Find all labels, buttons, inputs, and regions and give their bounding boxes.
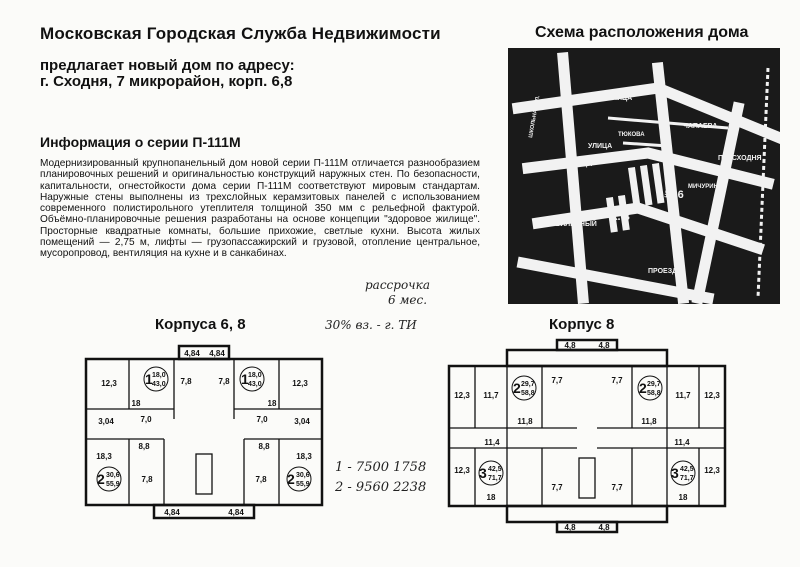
dimension-label: 4,84: [164, 508, 180, 517]
apartment-total-area: 55,9: [296, 481, 310, 488]
agency-title: Московская Городская Служба Недвижимости: [40, 24, 441, 43]
room-area: 12,3: [292, 379, 308, 388]
room-area: 11,7: [675, 391, 691, 400]
room-area: 8,8: [258, 442, 270, 451]
left-floor-plan: 4,84 4,84 4,84 4,84 12,3 18 7,8 7,8 18 1…: [84, 344, 324, 525]
room-area: 18,3: [296, 452, 312, 461]
dimension-label: 4,8: [564, 523, 576, 532]
map-street-label: УЛИЦА: [608, 95, 632, 102]
room-area: 11,4: [484, 438, 500, 447]
map-title: Схема расположения дома: [535, 24, 749, 41]
room-area: 7,8: [180, 377, 192, 386]
room-area: 7,7: [611, 483, 623, 492]
right-floor-plan: 4,8 4,8 4,8 4,8 12,3 11,7 7,7 7,7 11,7 1…: [447, 338, 727, 539]
apartment-rooms: 2: [287, 471, 295, 487]
apartment-living-area: 30,6: [106, 472, 120, 479]
room-area: 7,7: [551, 483, 563, 492]
room-area: 18: [679, 493, 688, 502]
room-area: 18: [132, 399, 141, 408]
room-area: 7,0: [256, 415, 268, 424]
room-area: 11,8: [517, 417, 533, 426]
dimension-label: 4,8: [598, 341, 610, 350]
room-area: 3,04: [98, 417, 114, 426]
room-area: 12,3: [454, 466, 470, 475]
room-area: 12,3: [454, 391, 470, 400]
apartment-total-area: 55,9: [106, 481, 120, 488]
apartment-rooms: 2: [97, 471, 105, 487]
offer-line: предлагает новый дом по адресу:: [40, 57, 295, 74]
apartment-rooms: 3: [671, 465, 679, 481]
map-street-label: ЮБИЛЕЙНЫЙ: [548, 219, 597, 228]
apartment-living-area: 30,6: [296, 472, 310, 479]
apartment-rooms: 1: [145, 371, 153, 387]
room-area: 18: [268, 399, 277, 408]
location-map: УЛИЦА ЧАПАЕВА УЛИЦА ТЮКОВА УЛИЦА МИЧУРИН…: [508, 48, 780, 304]
apartment-total-area: 58,8: [647, 390, 661, 397]
apartment-total-area: 71,7: [680, 475, 694, 482]
dimension-label: 4,8: [598, 523, 610, 532]
apartment-rooms: 2: [639, 380, 647, 396]
map-street-label: ТЮКОВА: [618, 132, 645, 138]
room-area: 12,3: [704, 391, 720, 400]
map-street-label: МИЧУРИНА: [688, 184, 723, 190]
apartment-total-area: 43,0: [152, 381, 166, 388]
dimension-label: 4,84: [184, 349, 200, 358]
room-area: 7,8: [218, 377, 230, 386]
handwritten-note: рассрочка: [365, 278, 430, 292]
room-area: 11,4: [674, 438, 690, 447]
room-area: 7,8: [255, 475, 267, 484]
right-plan-drawing: 4,8 4,8 4,8 4,8 12,3 11,7 7,7 7,7 11,7 1…: [447, 338, 727, 534]
room-area: 3,04: [294, 417, 310, 426]
address-line: г. Сходня, 7 микрорайон, корп. 6,8: [40, 73, 293, 90]
room-area: 7,7: [611, 376, 623, 385]
building-6-label: к. 6: [666, 189, 684, 201]
apartment-living-area: 42,5: [488, 466, 502, 473]
apartment-total-area: 43,0: [248, 381, 262, 388]
apartment-total-area: 58,8: [521, 390, 535, 397]
room-area: 18: [487, 493, 496, 502]
dimension-label: 4,84: [209, 349, 225, 358]
series-description: Модернизированный крупнопанельный дом но…: [40, 158, 480, 260]
map-station-label: ПЛ. СХОДНЯ: [718, 155, 762, 162]
series-info-title: Информация о серии П-111М: [40, 134, 241, 150]
dimension-label: 4,8: [564, 341, 576, 350]
map-street-label: ПРОЕЗД: [648, 268, 677, 275]
handwritten-note: 6 мес.: [388, 293, 428, 307]
handwritten-price: 1 - 7500 1758: [335, 460, 427, 475]
apartment-living-area: 42,5: [680, 466, 694, 473]
room-area: 11,7: [483, 391, 499, 400]
left-plan-title: Корпуса 6, 8: [155, 316, 246, 333]
map-street-label: УЛИЦА: [588, 143, 612, 150]
room-area: 12,3: [101, 379, 117, 388]
apartment-total-area: 71,7: [488, 475, 502, 482]
map-street-label: НОВАЯ УЛ.: [664, 167, 675, 198]
building-8-label: к. 8: [612, 211, 630, 223]
room-area: 8,8: [138, 442, 150, 451]
apartment-living-area: 29,7: [647, 381, 661, 388]
map-street-label: ЧАПАЕВА: [683, 123, 717, 130]
room-area: 11,8: [641, 417, 657, 426]
apartment-living-area: 18,0: [248, 372, 262, 379]
apartment-rooms: 2: [513, 380, 521, 396]
apartment-living-area: 29,7: [521, 381, 535, 388]
apartment-rooms: 3: [479, 465, 487, 481]
dimension-label: 4,84: [228, 508, 244, 517]
room-area: 18,3: [96, 452, 112, 461]
room-area: 7,0: [140, 415, 152, 424]
room-area: 7,8: [141, 475, 153, 484]
room-area: 12,3: [704, 466, 720, 475]
apartment-living-area: 18,0: [152, 372, 166, 379]
apartment-rooms: 1: [241, 371, 249, 387]
right-plan-title: Корпус 8: [549, 316, 615, 333]
map-street-label: УЛИЦА: [568, 161, 592, 168]
left-plan-drawing: 4,84 4,84 4,84 4,84 12,3 18 7,8 7,8 18 1…: [84, 344, 324, 520]
handwritten-note: 30% вз. - г. ТИ: [325, 318, 417, 332]
map-drawing: УЛИЦА ЧАПАЕВА УЛИЦА ТЮКОВА УЛИЦА МИЧУРИН…: [511, 52, 780, 304]
handwritten-price: 2 - 9560 2238: [335, 480, 427, 495]
room-area: 7,7: [551, 376, 563, 385]
